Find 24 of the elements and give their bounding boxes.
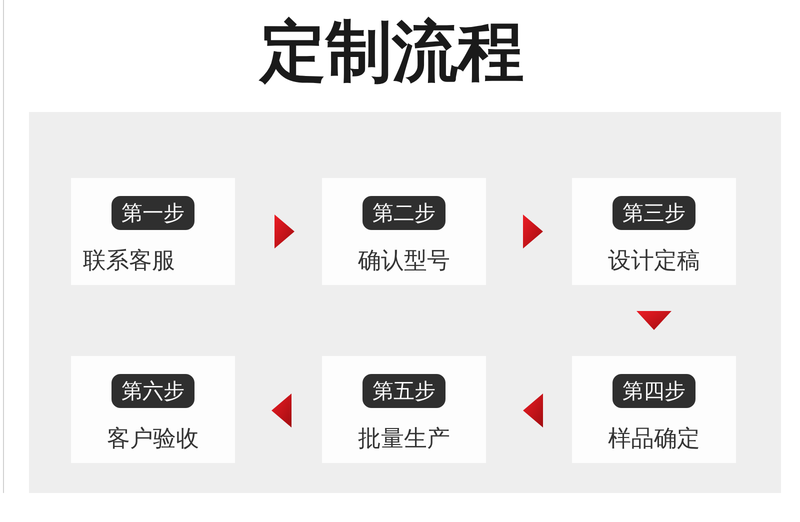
- arrow: [636, 311, 672, 330]
- arrow: [523, 214, 543, 248]
- arrow: [272, 394, 292, 428]
- step-badge: 第三步: [612, 196, 696, 230]
- step-badge: 第四步: [612, 374, 696, 408]
- step-card: [71, 356, 235, 463]
- step-label: 样品确定: [608, 425, 700, 454]
- step-card: [572, 178, 736, 285]
- arrow: [274, 214, 294, 248]
- step-card: [322, 178, 486, 285]
- step-card: [71, 178, 235, 285]
- step-label: 联系客服: [83, 247, 175, 276]
- step-card: [572, 356, 736, 463]
- step-badge: 第五步: [362, 374, 446, 408]
- arrow: [523, 394, 543, 428]
- step-badge: 第六步: [112, 374, 194, 408]
- step-label: 批量生产: [358, 425, 450, 454]
- step-badge: 第一步: [112, 196, 194, 230]
- step-card: [322, 356, 486, 463]
- step-label: 客户验收: [107, 425, 199, 454]
- step-label: 设计定稿: [608, 247, 700, 276]
- step-label: 确认型号: [358, 247, 450, 276]
- title: 定制流程: [260, 14, 524, 90]
- step-badge: 第二步: [362, 196, 446, 230]
